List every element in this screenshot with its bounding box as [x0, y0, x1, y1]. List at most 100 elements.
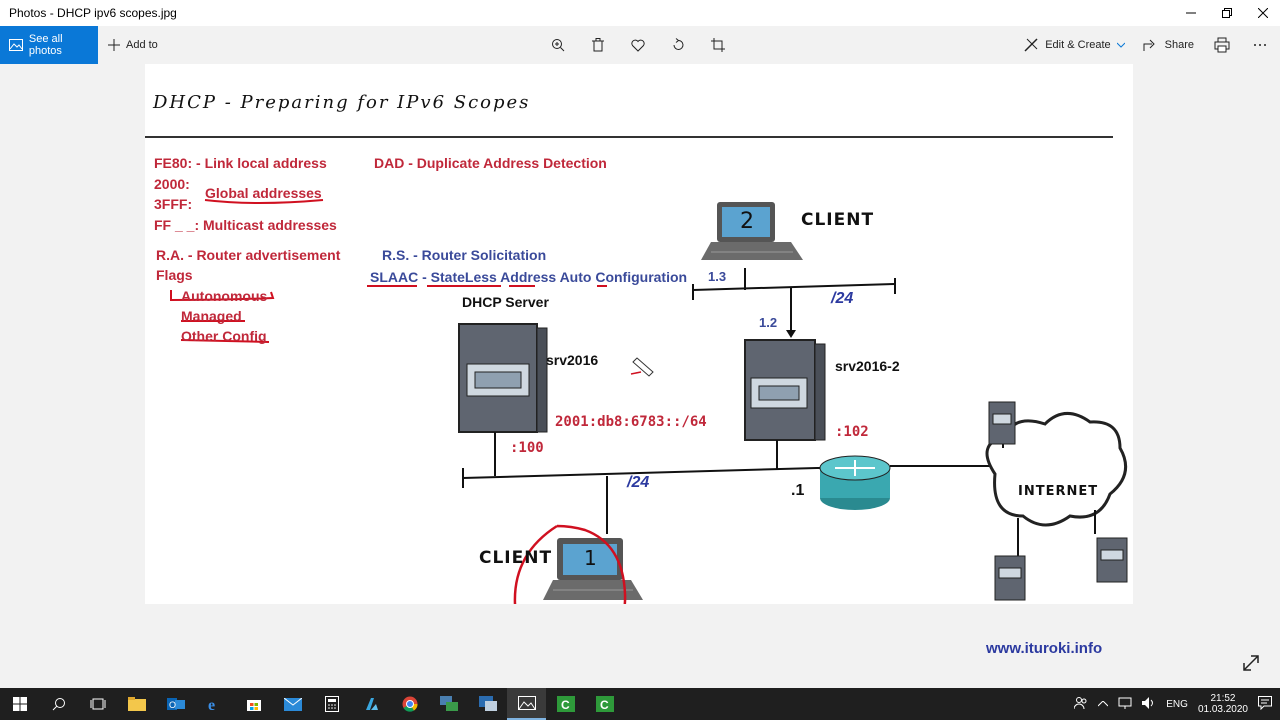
label-client-top: CLIENT	[801, 210, 875, 230]
people-button[interactable]	[1073, 696, 1088, 713]
task-view-icon	[90, 698, 105, 710]
title-divider	[145, 136, 1113, 138]
taskbar-chrome[interactable]	[390, 688, 429, 720]
taskbar-network-tool[interactable]	[429, 688, 468, 720]
azure-icon	[365, 698, 378, 710]
taskbar-store[interactable]	[234, 688, 273, 720]
label-srv2016-2: srv2016-2	[835, 358, 900, 374]
server-srv2016-2	[744, 339, 826, 441]
close-icon	[1258, 8, 1268, 18]
laptop-client-2	[701, 202, 803, 260]
note-multicast: FF _ _: Multicast addresses	[154, 217, 337, 233]
taskbar-outlook[interactable]: O	[156, 688, 195, 720]
chevron-down-icon	[1116, 42, 1125, 48]
label-client-top-ip: 1.3	[708, 269, 727, 284]
minimize-button[interactable]	[1174, 0, 1208, 26]
taskbar-remote-desktop[interactable]	[468, 688, 507, 720]
expand-icon	[1243, 655, 1259, 671]
flag-managed: Managed	[181, 308, 242, 324]
label-subnet-bottom: /24	[627, 474, 650, 491]
clock-time: 21:52	[1210, 693, 1236, 704]
chrome-icon	[402, 696, 418, 712]
see-all-photos-button[interactable]: See all photos	[0, 26, 98, 64]
svg-text:e: e	[208, 697, 215, 712]
title-bar: Photos - DHCP ipv6 scopes.jpg	[0, 0, 1280, 26]
speaker-icon	[1142, 696, 1154, 709]
svg-text:O: O	[169, 700, 176, 710]
edit-create-label: Edit & Create	[1045, 39, 1111, 51]
favorite-button[interactable]	[628, 35, 648, 55]
tray-expand-button[interactable]	[1097, 699, 1109, 710]
label-srv2-host: :102	[835, 424, 869, 440]
heart-icon	[631, 39, 645, 52]
note-rs: R.S. - Router Solicitation	[382, 247, 547, 263]
action-center-button[interactable]	[1258, 695, 1272, 713]
outlook-icon: O	[166, 698, 185, 710]
task-view-button[interactable]	[78, 688, 117, 720]
photos-toolbar: See all photos Add to Edit & Create Shar	[0, 26, 1280, 64]
taskbar-edge[interactable]: e	[195, 688, 234, 720]
crop-icon	[711, 38, 725, 52]
label-client-bottom: CLIENT	[479, 548, 553, 568]
svg-text:C: C	[561, 698, 570, 712]
network-status-button[interactable]	[1118, 697, 1132, 712]
share-label: Share	[1164, 39, 1194, 51]
see-all-label: See all photos	[28, 33, 63, 57]
edit-create-button[interactable]: Edit & Create	[1023, 37, 1125, 53]
photos-icon	[9, 39, 23, 51]
window-title: Photos - DHCP ipv6 scopes.jpg	[9, 6, 177, 20]
start-button[interactable]	[0, 688, 39, 720]
remote-server-3	[1096, 537, 1128, 583]
people-icon	[1073, 696, 1087, 709]
image-tools	[548, 26, 728, 64]
note-3fff: 3FFF:	[154, 196, 193, 212]
network-diagram	[170, 199, 1128, 604]
crop-button[interactable]	[708, 35, 728, 55]
zoom-in-icon	[552, 39, 565, 52]
more-options-button[interactable]	[1250, 35, 1270, 55]
taskbar-azure[interactable]	[351, 688, 390, 720]
svg-text:C: C	[600, 698, 609, 712]
website-label: www.ituroki.info	[986, 640, 1103, 657]
taskbar-photos[interactable]	[507, 688, 546, 720]
slide-image: DHCP - Preparing for IPv6 Scopes FE80: -…	[145, 64, 1133, 604]
flag-autonomous: Autonomous	[181, 288, 268, 304]
photos-app-icon	[517, 696, 536, 710]
label-client-bottom-number: 1	[584, 546, 598, 570]
delete-button[interactable]	[588, 35, 608, 55]
chevron-up-icon	[1097, 699, 1109, 706]
search-button[interactable]	[39, 688, 78, 720]
search-icon	[52, 698, 65, 711]
network-icon	[1118, 697, 1132, 709]
pen-cursor-icon	[630, 357, 654, 377]
language-indicator[interactable]: ENG	[1166, 698, 1188, 710]
fullscreen-button[interactable]	[1240, 652, 1262, 674]
close-button[interactable]	[1246, 0, 1280, 26]
system-tray: ENG 21:52 01.03.2020	[1073, 688, 1280, 720]
edit-icon	[1024, 38, 1038, 52]
restore-button[interactable]	[1210, 0, 1244, 26]
taskbar-camtasia-2[interactable]: C	[585, 688, 624, 720]
restore-icon	[1222, 8, 1232, 18]
camtasia-icon: C	[595, 696, 614, 712]
share-button[interactable]: Share	[1143, 38, 1194, 52]
edge-icon: e	[208, 697, 215, 712]
taskbar-camtasia-1[interactable]: C	[546, 688, 585, 720]
plus-icon	[108, 39, 120, 51]
taskbar-calculator[interactable]	[312, 688, 351, 720]
taskbar-file-explorer[interactable]	[117, 688, 156, 720]
camtasia-icon: C	[556, 696, 575, 712]
zoom-button[interactable]	[548, 35, 568, 55]
add-to-button[interactable]: Add to	[108, 26, 158, 64]
notification-icon	[1258, 695, 1272, 710]
clock[interactable]: 21:52 01.03.2020	[1198, 693, 1248, 715]
trash-icon	[592, 38, 604, 52]
taskbar: O e C C	[0, 688, 1280, 720]
label-client-top-number: 2	[740, 209, 755, 234]
taskbar-mail[interactable]	[273, 688, 312, 720]
volume-button[interactable]	[1142, 696, 1156, 712]
print-button[interactable]	[1212, 35, 1232, 55]
rotate-button[interactable]	[668, 35, 688, 55]
note-flags: Flags	[156, 267, 193, 283]
note-ra: R.A. - Router advertisement	[156, 247, 341, 263]
